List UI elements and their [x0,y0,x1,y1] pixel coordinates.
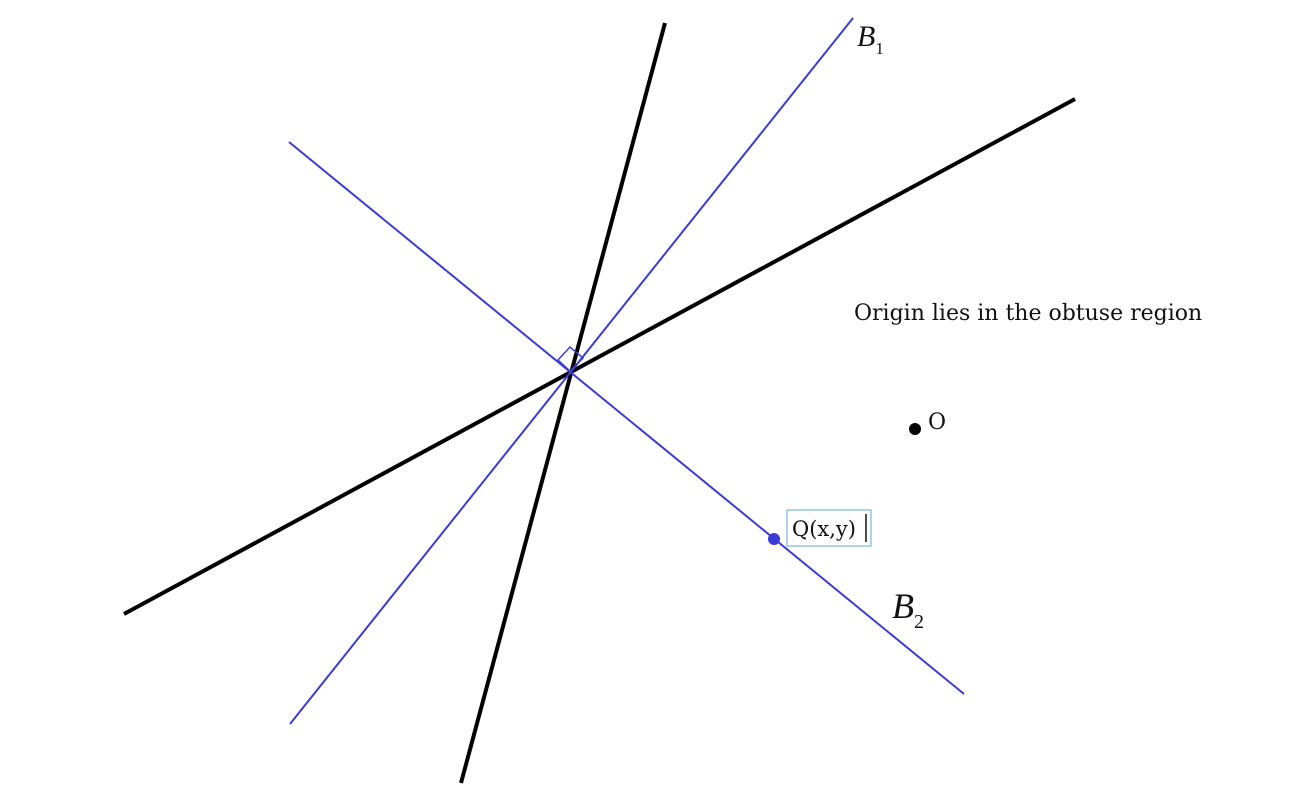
bisector-b1 [289,17,854,725]
statement-text: Origin lies in the obtuse region [854,301,1202,326]
point-q-label-box[interactable] [786,509,872,547]
right-angle-mark [556,345,585,373]
origin-point [909,423,921,435]
given-line-1 [459,22,667,784]
bisector-b2 [288,141,965,695]
point-q [768,533,780,545]
bisector-b1-label: B1 [857,20,884,58]
bisector-b2-label: B2 [892,586,924,633]
given-line-2 [123,97,1076,616]
origin-label: O [928,410,946,435]
point-q-label: Q(x,y) [792,517,856,541]
